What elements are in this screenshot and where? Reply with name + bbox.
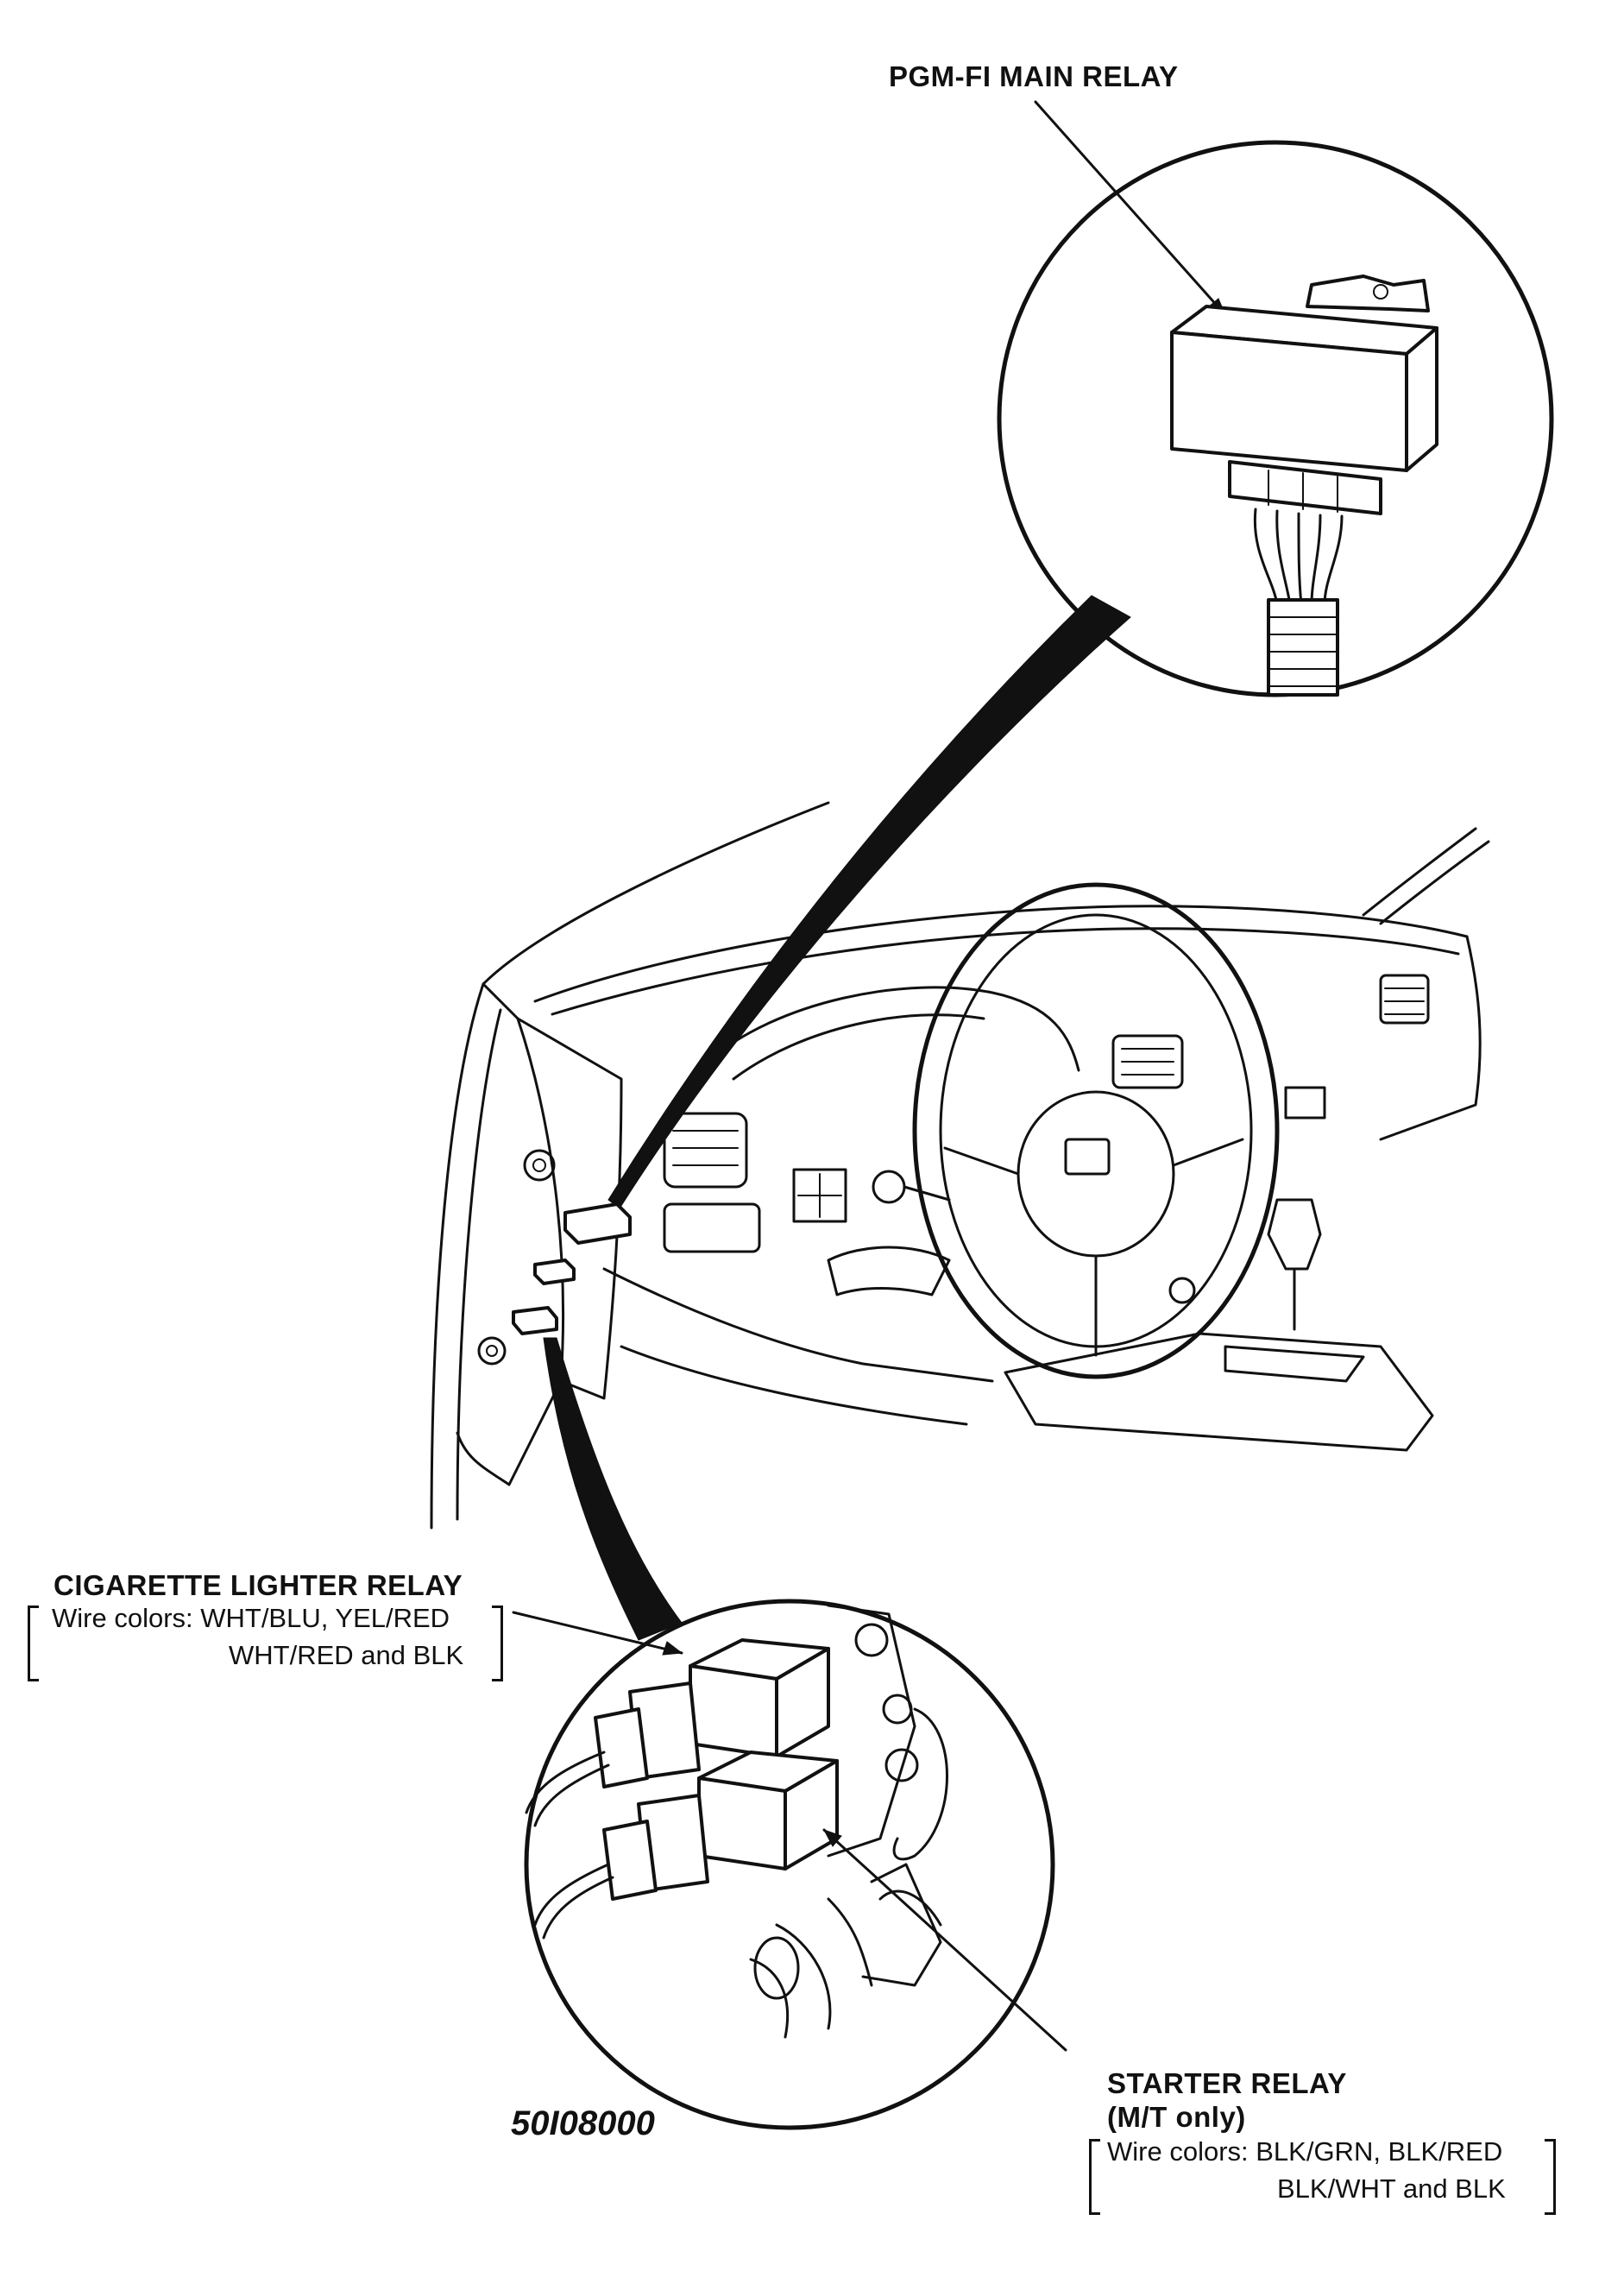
cig-relay-wire-line2: WHT/RED and BLK: [229, 1640, 464, 1670]
cig-relay-title: CIGARETTE LIGHTER RELAY: [54, 1569, 463, 1601]
starter-relay-subtitle: (M/T only): [1107, 2101, 1246, 2133]
lower-relay-location: [512, 1306, 558, 1335]
lower-relays-inset: [524, 1599, 1055, 2130]
starter-relay-wire-line1: Wire colors: BLK/GRN, BLK/RED: [1107, 2136, 1503, 2167]
dashboard-drawing: [430, 801, 1490, 1530]
figure-reference-number: 50I08000: [511, 2104, 655, 2142]
starter-relay-left-bracket: [1089, 2139, 1100, 2215]
cig-relay-wire-line1: Wire colors: WHT/BLU, YEL/RED: [52, 1603, 450, 1633]
starter-relay-leader-line: [822, 1828, 1067, 2052]
cig-relay-leader-line: [512, 1611, 683, 1655]
starter-relay-wire-line2: BLK/WHT and BLK: [1277, 2173, 1506, 2204]
cig-relay-left-bracket: [28, 1605, 39, 1681]
lower-callout-wedge: [543, 1337, 683, 1641]
main-relay-label: PGM-FI MAIN RELAY: [889, 60, 1179, 92]
main-relay-inset: [997, 140, 1554, 697]
cig-relay-arrowhead: [662, 1641, 683, 1656]
main-relay-leader-line: [1034, 100, 1227, 317]
cig-relay-right-bracket: [492, 1605, 503, 1681]
main-relay-location: [563, 1202, 632, 1245]
main-relay-callout-wedge: [607, 595, 1131, 1209]
starter-relay-right-bracket: [1545, 2139, 1556, 2215]
starter-relay-arrowhead: [822, 1829, 842, 1847]
starter-relay-title: STARTER RELAY: [1107, 2067, 1347, 2099]
